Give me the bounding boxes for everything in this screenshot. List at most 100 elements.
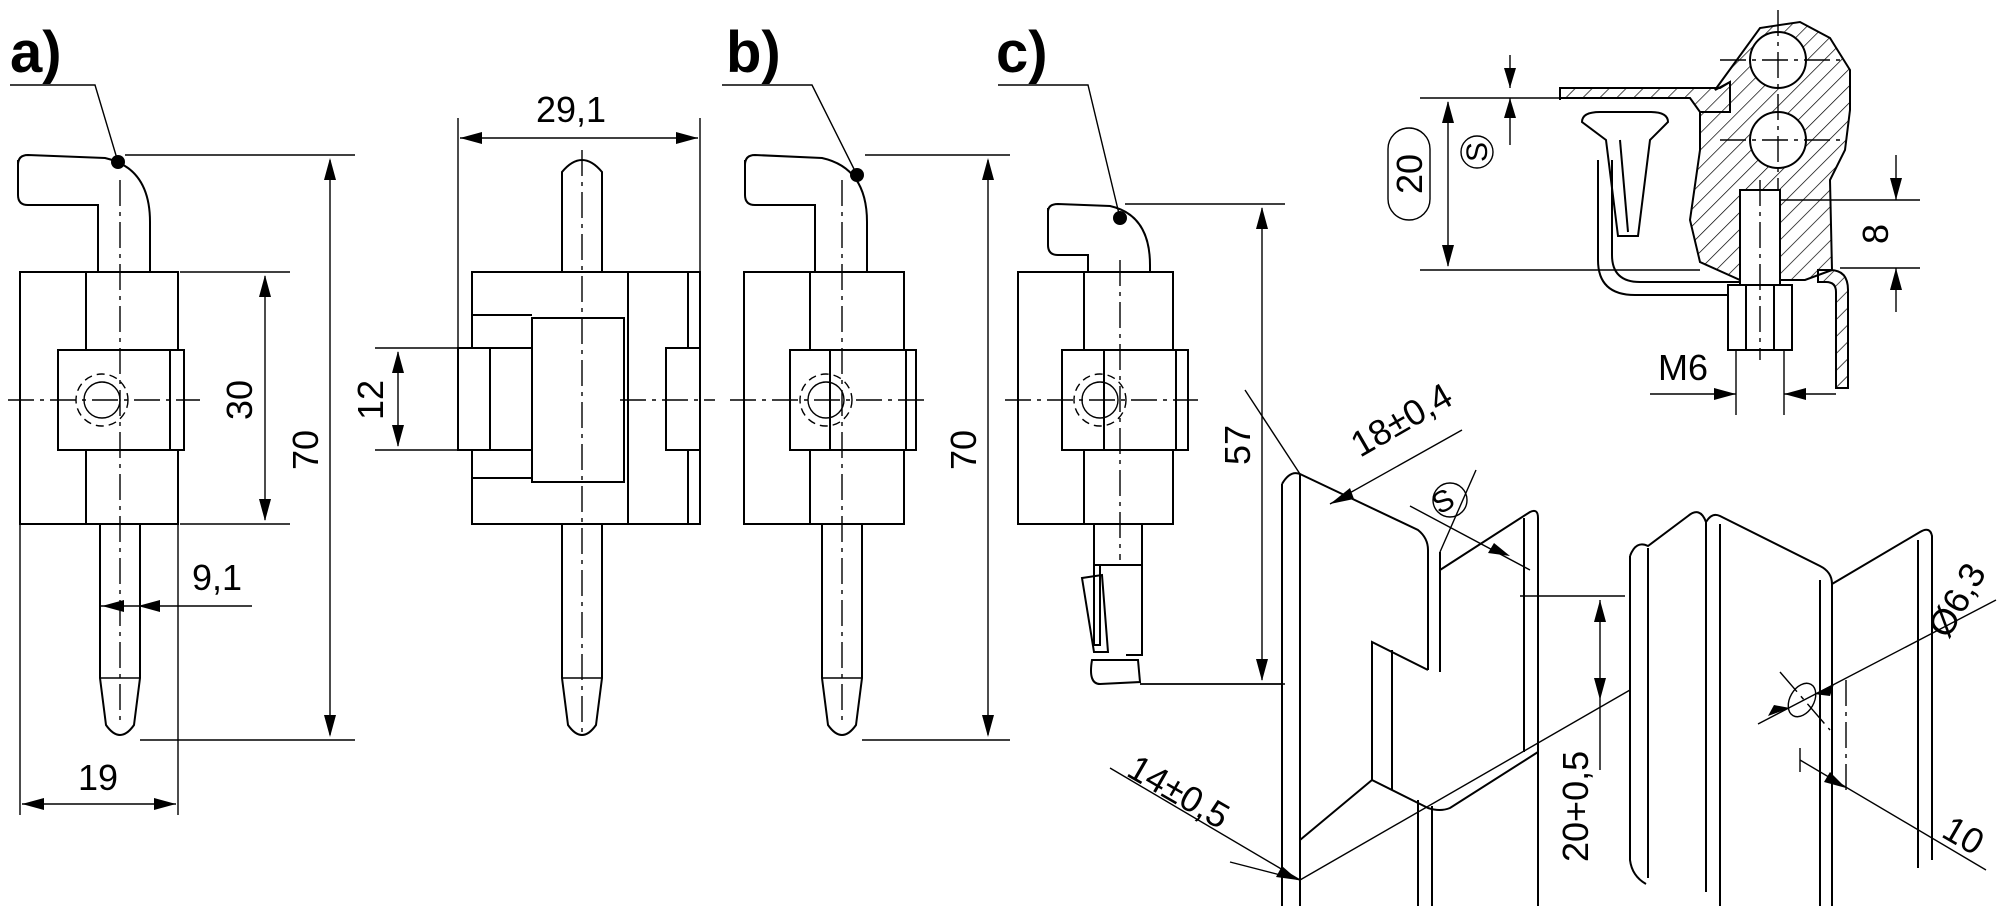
dim-a70-text: 70: [285, 430, 326, 470]
profile-cutout-back-top: [1439, 509, 1539, 752]
dim-phole-line: [1757, 599, 1997, 725]
profile-cutout-notch: [1371, 640, 1539, 906]
dim-p18-text: 18±0,4: [1344, 374, 1460, 464]
dim-s12-text: 12: [350, 380, 391, 420]
dim-sec8-text: 8: [1855, 224, 1896, 244]
view-b-leader-dot: [850, 168, 864, 182]
dim-p18-arrow: [1330, 488, 1354, 504]
dim-c57-arrow-bot: [1256, 659, 1268, 681]
section-frame-bend: [1611, 160, 1740, 283]
view-c-leader: [998, 84, 1121, 219]
dim-b70-arrow-bot: [982, 715, 994, 737]
view-b-handle: [744, 153, 868, 273]
section-side-wall: [1817, 269, 1849, 389]
dim-sec8-arrow-bot: [1890, 268, 1902, 290]
profile-hole-top-fold: [1629, 511, 1707, 892]
dim-ps-circle: [1432, 482, 1468, 518]
view-c-pin-upper: [1093, 524, 1143, 566]
dim-p10-text: 10: [1936, 807, 1991, 863]
view-a-leader: [10, 84, 119, 163]
profile-hole-centerline-1: [1779, 671, 1831, 731]
dim-a19-text: 19: [78, 757, 118, 798]
dim-p14-ext-right: [1299, 689, 1631, 881]
dim-p20-arrow-bot: [1594, 678, 1606, 700]
side-left-block: [457, 347, 533, 451]
view-a-pin: [99, 524, 141, 736]
dim-s291-arrow-left: [460, 132, 482, 144]
view-profile-cutout: 18±0,4 S 14±0,5 20+0,5: [1109, 374, 1631, 906]
view-a-front: a) 70 30 9,1: [8, 20, 355, 815]
view-b-pin: [821, 524, 863, 736]
dim-ps-arrow: [1488, 543, 1510, 556]
dim-a91-arrow-right: [138, 600, 160, 612]
dim-sec20-arrow-bot: [1442, 245, 1454, 267]
dim-p10-arrow: [1824, 772, 1846, 788]
view-c-label: c): [996, 20, 1048, 85]
dim-s291-text: 29,1: [536, 89, 606, 130]
view-a-nut: [57, 349, 185, 451]
dim-a30-arrow-top: [259, 275, 271, 297]
view-profile-hole: Ø6,3 10: [1629, 511, 1997, 906]
dim-secs-circle: [1460, 135, 1494, 169]
dim-a30-arrow-bot: [259, 499, 271, 521]
view-a-label: a): [10, 20, 62, 85]
profile-hole-ellipse: [1787, 682, 1817, 718]
dim-ps-text: S: [1426, 482, 1460, 521]
view-c-leader-dot: [1113, 211, 1127, 225]
view-section: 20 S 8 M6: [1387, 10, 1920, 415]
dim-secm6-text: M6: [1658, 347, 1708, 388]
dim-phole-arrow-1: [1768, 705, 1790, 716]
view-b-label: b): [726, 20, 781, 85]
view-c-latch: [1080, 573, 1110, 653]
view-c-hole-hidden: [1073, 373, 1127, 427]
dim-sec8-arrow-top: [1890, 178, 1902, 200]
section-clip-inner: [1619, 139, 1629, 233]
dim-p20-text: 20+0,5: [1555, 751, 1596, 862]
view-c-pin-right: [1126, 565, 1143, 656]
profile-hole-front-left: [1629, 556, 1647, 885]
dim-p18-ext-left: [1244, 389, 1301, 475]
dim-a19-arrow-right: [154, 798, 176, 810]
dim-p18-line: [1329, 429, 1463, 505]
dim-c57-arrow-top: [1256, 207, 1268, 229]
dim-secs-text: S: [1461, 142, 1494, 162]
dim-sec20-text: 20: [1389, 154, 1430, 194]
dim-b70-arrow-top: [982, 158, 994, 180]
dim-phole-arrow-2: [1814, 684, 1834, 696]
view-side: 29,1 12: [350, 89, 715, 736]
dim-a70-arrow-bot: [324, 715, 336, 737]
view-b-leader: [722, 84, 858, 176]
dim-secm6-arrow-right: [1784, 388, 1806, 400]
dim-sec20-arrow-top: [1442, 101, 1454, 123]
dim-a30-text: 30: [219, 380, 260, 420]
dim-b70-text: 70: [943, 430, 984, 470]
section-door-panel: [1559, 80, 1731, 113]
view-b-nut: [789, 349, 917, 451]
side-right-block: [665, 347, 701, 451]
dim-secm6-arrow-left: [1714, 388, 1736, 400]
dim-s12-arrow-bot: [392, 425, 404, 447]
dim-a19-arrow-left: [22, 798, 44, 810]
view-a-handle: [17, 153, 151, 273]
dim-p18-ext-right: [1439, 469, 1477, 553]
dim-ps-line: [1409, 505, 1531, 571]
dim-phole-text: Ø6,3: [1919, 556, 1994, 644]
dim-sec20-box: [1387, 127, 1431, 221]
dim-c57-text: 57: [1217, 425, 1258, 465]
dim-p14-text: 14±0,5: [1121, 746, 1237, 836]
dim-a91-text: 9,1: [192, 557, 242, 598]
profile-hole-web-top: [1705, 513, 1833, 906]
side-center-block: [531, 317, 625, 483]
section-frame-bend-outer: [1597, 160, 1740, 296]
dim-a70-arrow-top: [324, 158, 336, 180]
dim-p14-arrow: [1276, 866, 1298, 880]
dim-p20-arrow-top: [1594, 600, 1606, 622]
view-b-front: b) 70: [722, 20, 1010, 741]
profile-hole-back-flange: [1831, 528, 1933, 860]
dim-secs-arrow-bot: [1504, 98, 1516, 118]
dim-secs-arrow-top: [1504, 68, 1516, 88]
dim-s12-arrow-top: [392, 351, 404, 373]
profile-cutout-top-fold: [1281, 472, 1429, 670]
